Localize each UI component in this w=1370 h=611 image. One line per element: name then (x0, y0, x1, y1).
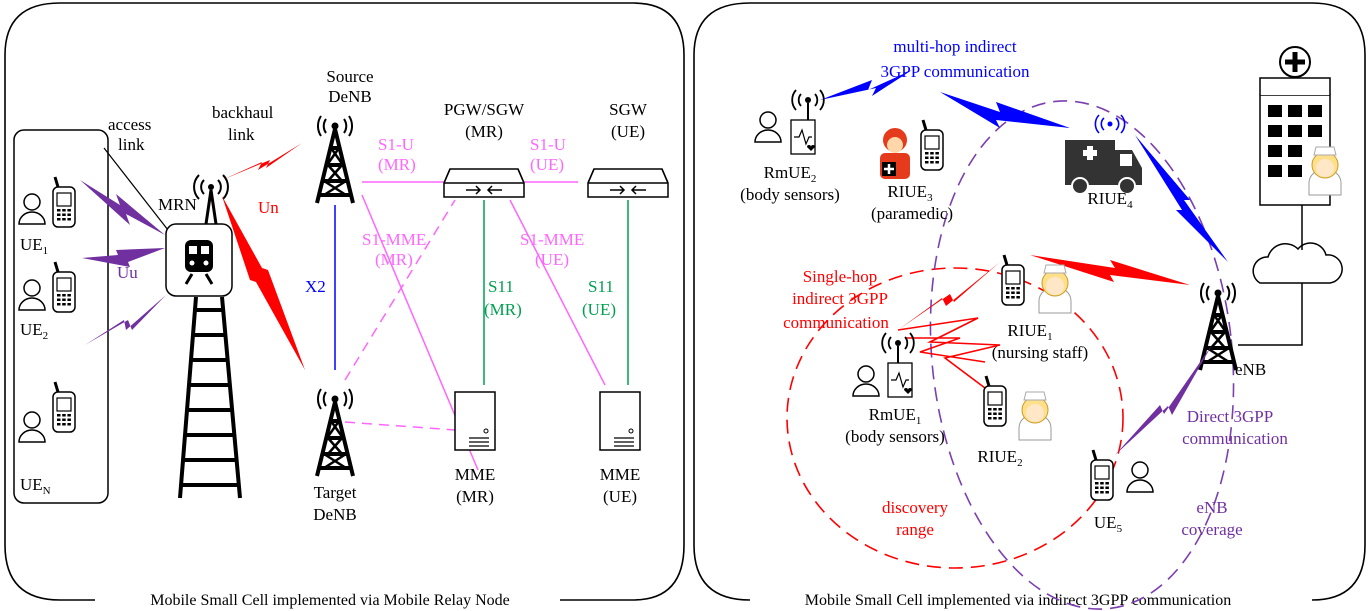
target-denb-label-2: DeNB (313, 505, 356, 524)
mme-mr-label: MME (455, 465, 496, 484)
rmue2-label: RmUE2 (764, 163, 817, 185)
uen-label: UEN (20, 475, 51, 497)
mme-ue-label: MME (600, 465, 641, 484)
riue4-ambulance (1065, 114, 1142, 195)
ue1-label: UE1 (20, 235, 48, 257)
left-panel-caption: Mobile Small Cell implemented via Mobile… (150, 592, 510, 609)
left-panel-frame (4, 2, 685, 601)
riue1-desc: (nursing staff) (992, 343, 1088, 362)
ue-group-box (13, 129, 109, 504)
riue3-desc: (paramedic) (871, 204, 953, 223)
access-link-pointer (103, 147, 169, 231)
riue1-phone (1000, 253, 1026, 307)
backbone-lines (1238, 205, 1303, 346)
sgw-label: SGW (609, 100, 648, 119)
rmue1-label: RmUE1 (869, 405, 922, 427)
pgw-sgw-label: PGW/SGW (444, 100, 525, 119)
s1u-mr-label: S1-U (378, 135, 414, 154)
rmue2-desc: (body sensors) (740, 185, 840, 204)
coverage-label: eNB (1196, 498, 1227, 517)
s11-ue-label-2: (UE) (582, 300, 616, 319)
rmue2-device (754, 89, 825, 155)
lattice-tower (178, 296, 242, 499)
direct-label-2: communication (1182, 429, 1288, 448)
rmue1-device (852, 332, 915, 398)
s1u-mr-label-2: (MR) (378, 155, 416, 174)
s1mme-ue-label: S1-MME (520, 230, 584, 249)
doctor-icon (1308, 146, 1342, 196)
ue5-person (1126, 461, 1154, 493)
right-panel-caption: Mobile Small Cell implemented via indire… (805, 592, 1231, 609)
riue2-label: RIUE2 (977, 447, 1022, 469)
source-denb-tower (315, 114, 355, 205)
multihop-links (820, 70, 1228, 262)
rmue1-desc: (body sensors) (845, 427, 945, 446)
riue3-paramedic (880, 128, 910, 179)
target-denb-tower (315, 387, 355, 478)
discovery-label: discovery (882, 498, 949, 517)
source-denb-label: Source (326, 67, 373, 86)
coverage-label-2: coverage (1181, 520, 1242, 539)
s11-ue-label: S11 (588, 277, 614, 296)
cloud-icon (1252, 242, 1343, 284)
riue3-label: RIUE3 (887, 182, 933, 204)
singlehop-links (898, 255, 1190, 330)
backhaul-label-2: link (228, 125, 255, 144)
backhaul-label: backhaul (212, 103, 274, 122)
mme-ue-server (599, 391, 641, 451)
mrn-label: MRN (158, 195, 197, 214)
pgw-sgw-label-2: (MR) (465, 122, 503, 141)
s1mme-ue-label-2: (UE) (535, 250, 569, 269)
access-link-label-2: link (118, 135, 145, 154)
nurse-icon-2 (1018, 391, 1052, 441)
riue2-phone (982, 374, 1008, 428)
mrn-antenna (193, 174, 229, 225)
s11-mr-label-2: (MR) (484, 300, 522, 319)
s11-mr-label: S11 (488, 277, 514, 296)
s1u-ue-label-2: (UE) (530, 155, 564, 174)
uu-label: Uu (117, 263, 138, 282)
sgw-router (587, 168, 669, 198)
s1mme-mr-label-2: (MR) (375, 250, 413, 269)
multihop-label: multi-hop indirect (893, 37, 1017, 56)
backhaul-links (222, 143, 305, 370)
source-denb-label-2: DeNB (328, 87, 371, 106)
pgw-sgw-router (443, 168, 525, 198)
singlehop-label-2: indirect 3GPP (792, 289, 888, 308)
x2-label: X2 (305, 277, 326, 296)
access-link-label: access (108, 115, 151, 134)
enb-label: eNB (1235, 360, 1266, 379)
discovery-label-2: range (896, 520, 934, 539)
mme-mr-label-2: (MR) (456, 487, 494, 506)
singlehop-label-3: communication (783, 313, 889, 332)
uu-links (80, 180, 166, 345)
singlehop-label: Single-hop (803, 267, 878, 286)
s1mme-mr-label: S1-MME (362, 230, 426, 249)
ue5-phone (1089, 448, 1115, 502)
riue3-phone (919, 118, 945, 172)
mme-mr-server (454, 391, 496, 451)
target-denb-label: Target (314, 483, 357, 502)
mme-ue-label-2: (UE) (603, 487, 637, 506)
enb-coverage-ellipse (929, 100, 1235, 610)
riue1-label: RIUE1 (1007, 321, 1052, 343)
singlehop-outline (897, 317, 1001, 389)
enb-tower (1198, 281, 1238, 372)
direct-label: Direct 3GPP (1187, 407, 1273, 426)
ue2-label: UE2 (20, 320, 48, 342)
multihop-label-2: 3GPP communication (880, 62, 1030, 81)
riue4-label: RIUE4 (1087, 189, 1133, 211)
un-label: Un (258, 198, 279, 217)
right-panel-frame (693, 2, 1366, 601)
mobile-relay-node (165, 223, 233, 297)
nurse-icon (1038, 264, 1072, 314)
s1u-ue-label: S1-U (530, 135, 566, 154)
discovery-range-ellipse (786, 267, 1124, 569)
sgw-label-2: (UE) (611, 122, 645, 141)
ue5-label: UE5 (1094, 513, 1123, 535)
